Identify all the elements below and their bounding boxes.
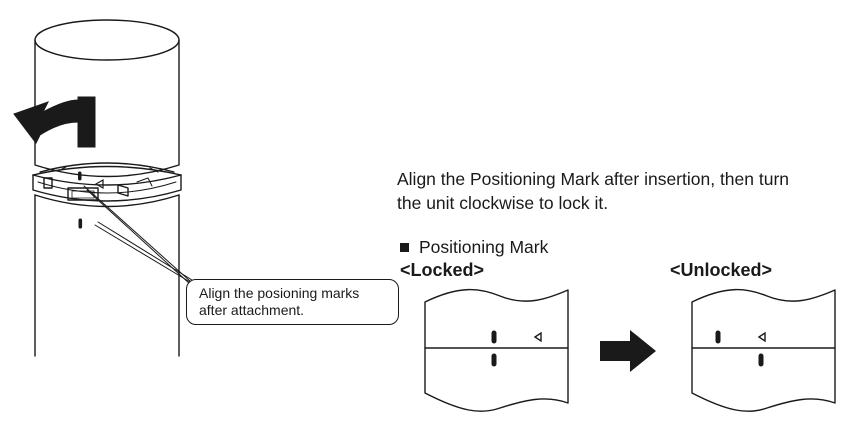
lower-position-mark [78,218,83,229]
triangle-mark-icon [94,178,104,190]
cylinder-unit [34,19,180,178]
unlocked-lower-mark [758,353,764,367]
unlocked-triangle-mark [757,331,766,343]
locked-panel [424,288,569,412]
unlocked-upper-mark [715,330,721,344]
instruction-line-2: the unit clockwise to lock it. [397,193,609,213]
instruction-line-1: Align the Positioning Mark after inserti… [397,169,790,189]
callout-line-2: after attachment. [199,302,305,318]
positioning-mark-heading: Positioning Mark [398,237,548,258]
bullet-square-icon [400,242,409,252]
callout-leader-lines [83,185,193,285]
upper-position-mark [78,171,82,181]
locked-title: <Locked> [400,260,485,280]
curved-arrow-icon [13,96,96,148]
locked-upper-mark [491,330,497,344]
unlocked-title: <Unlocked> [670,260,773,280]
column-body [34,194,180,357]
callout-line-1: Align the posioning marks [199,285,360,301]
unlocked-panel [691,288,836,412]
locked-triangle-mark [533,331,542,343]
right-arrow-icon [600,330,656,372]
locked-lower-mark [491,353,497,367]
mounting-ring [32,162,182,202]
callout-box: Align the posioning marks after attachme… [186,279,399,325]
positioning-mark-label: Positioning Mark [419,237,549,257]
